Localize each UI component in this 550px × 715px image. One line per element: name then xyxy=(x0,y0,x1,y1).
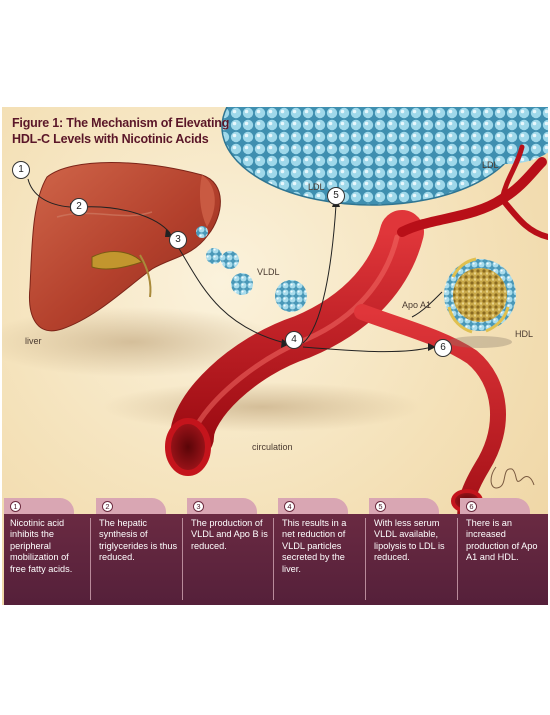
steps-panel: Nicotinic acid inhibits the peripheral m… xyxy=(4,514,548,605)
steps-strip: 1 2 3 4 5 6 Nicotinic acid inhibits the … xyxy=(4,498,548,605)
label-hdl: HDL xyxy=(515,329,534,339)
title-line-2: HDL-C Levels with Nicotinic Acids xyxy=(12,132,209,146)
label-vldl: VLDL xyxy=(257,267,280,277)
figure-title: Figure 1: The Mechanism of Elevating HDL… xyxy=(12,115,272,147)
illustration xyxy=(2,107,548,545)
step-marker-1: 1 xyxy=(12,161,30,179)
step-marker-2: 2 xyxy=(70,198,88,216)
vldl-particles xyxy=(196,226,307,312)
pathway-arrows xyxy=(27,178,443,353)
step-marker-3: 3 xyxy=(169,231,187,249)
label-liver: liver xyxy=(25,336,42,346)
step-tab-4: 4 xyxy=(278,498,348,514)
hdl-particle xyxy=(444,257,516,348)
artist-signature xyxy=(490,466,535,489)
step-text-3: The production of VLDL and Apo B is redu… xyxy=(182,518,273,600)
label-ldl: LDL xyxy=(308,182,325,192)
step-text-2: The hepatic synthesis of triglycerides i… xyxy=(90,518,182,600)
step-tab-number: 6 xyxy=(466,501,477,512)
step-tab-5: 5 xyxy=(369,498,439,514)
step-marker-5: 5 xyxy=(327,187,345,205)
step-tab-3: 3 xyxy=(187,498,257,514)
step-tab-number: 5 xyxy=(375,501,386,512)
label-apo-a1: Apo A1 xyxy=(402,300,432,310)
step-tab-6: 6 xyxy=(460,498,530,514)
step-tab-number: 3 xyxy=(193,501,204,512)
step-text-5: With less serum VLDL available, lipolysi… xyxy=(365,518,457,600)
step-marker-6: 6 xyxy=(434,339,452,357)
step-tab-1: 1 xyxy=(4,498,74,514)
label-circulation: circulation xyxy=(252,442,293,452)
label-ldl-right: LDL xyxy=(482,160,499,170)
step-text-1: Nicotinic acid inhibits the peripheral m… xyxy=(10,518,73,574)
step-text-4: This results in a net reduction of VLDL … xyxy=(273,518,365,600)
mechanism-figure: Figure 1: The Mechanism of Elevating HDL… xyxy=(2,107,548,605)
step-text-6: There is an increased production of Apo … xyxy=(457,518,548,600)
step-tab-number: 2 xyxy=(102,501,113,512)
step-tab-2: 2 xyxy=(96,498,166,514)
step-tab-number: 4 xyxy=(284,501,295,512)
step-tab-number: 1 xyxy=(10,501,21,512)
step-marker-4: 4 xyxy=(285,331,303,349)
title-line-1: Figure 1: The Mechanism of Elevating xyxy=(12,116,230,130)
liver-organ xyxy=(28,162,221,332)
